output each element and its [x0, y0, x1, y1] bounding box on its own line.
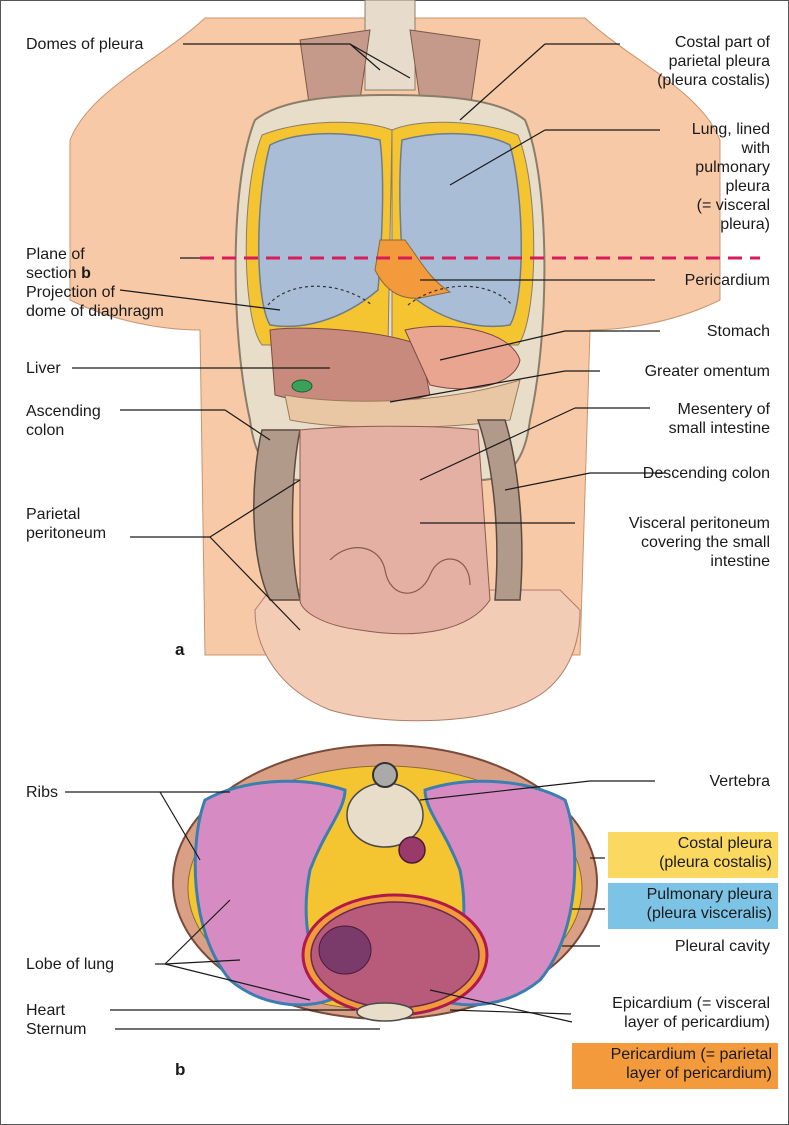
label-costal-part-line2: parietal pleura — [600, 52, 770, 71]
label-lung-line1: Lung, lined — [600, 120, 770, 139]
label-lung-line2: with — [600, 139, 770, 158]
label-pericardium-b-line1: Pericardium (= parietal — [578, 1045, 772, 1064]
label-plane-of-section-b: b — [81, 265, 91, 282]
label-mesentery-line2: small intestine — [600, 419, 770, 438]
label-lung-line5: (= visceral — [600, 196, 770, 215]
label-vertebra: Vertebra — [600, 772, 770, 791]
label-projection-line2: dome of diaphragm — [26, 302, 164, 321]
label-pericardium-a: Pericardium — [600, 271, 770, 290]
label-parietal-peritoneum-line1: Parietal — [26, 505, 80, 524]
small-intestine-a — [300, 426, 490, 634]
label-lobe-of-lung: Lobe of lung — [26, 955, 114, 974]
sternum-bone — [357, 1003, 413, 1021]
label-epicardium-line1: Epicardium (= visceral — [570, 994, 770, 1013]
label-epicardium-line2: layer of pericardium) — [570, 1013, 770, 1032]
label-descending-colon: Descending colon — [600, 464, 770, 483]
spinal-cord — [373, 763, 397, 787]
highlight-costal-pleura: Costal pleura (pleura costalis) — [608, 832, 778, 878]
label-stomach: Stomach — [600, 322, 770, 341]
label-ascending-colon-line2: colon — [26, 421, 64, 440]
label-costal-pleura-line2: (pleura costalis) — [614, 853, 772, 872]
label-plane-of-section-line2: section b — [26, 264, 91, 283]
label-mesentery-line1: Mesentery of — [600, 400, 770, 419]
highlight-pericardium-b: Pericardium (= parietal layer of pericar… — [572, 1043, 778, 1089]
label-lung-line3: pulmonary — [600, 158, 770, 177]
label-liver: Liver — [26, 359, 61, 378]
label-pulmonary-pleura-line1: Pulmonary pleura — [614, 885, 772, 904]
label-projection-line1: Projection of — [26, 283, 115, 302]
label-pericardium-b-line2: layer of pericardium) — [578, 1064, 772, 1083]
label-visceral-peritoneum-line1: Visceral peritoneum — [580, 514, 770, 533]
label-ascending-colon-line1: Ascending — [26, 402, 101, 421]
panel-marker-b: b — [175, 1060, 185, 1080]
label-domes-of-pleura: Domes of pleura — [26, 35, 143, 54]
label-pleural-cavity: Pleural cavity — [600, 937, 770, 956]
label-ribs: Ribs — [26, 783, 58, 802]
label-visceral-peritoneum-line3: intestine — [580, 552, 770, 571]
label-plane-of-section-line1: Plane of — [26, 245, 85, 264]
label-costal-part-line3: (pleura costalis) — [600, 71, 770, 90]
label-costal-part-line1: Costal part of — [600, 33, 770, 52]
label-heart: Heart — [26, 1001, 65, 1020]
aorta — [399, 837, 425, 863]
label-lung-line4: pleura — [600, 177, 770, 196]
label-pulmonary-pleura-line2: (pleura visceralis) — [614, 904, 772, 923]
ascending-colon-a — [254, 430, 300, 600]
label-costal-pleura-line1: Costal pleura — [614, 834, 772, 853]
heart-chamber — [319, 926, 371, 974]
label-parietal-peritoneum-line2: peritoneum — [26, 524, 106, 543]
panel-marker-a: a — [175, 640, 184, 660]
label-greater-omentum: Greater omentum — [590, 362, 770, 381]
label-sternum: Sternum — [26, 1020, 86, 1039]
gallbladder — [292, 380, 312, 392]
panel-a-illustration — [70, 0, 760, 721]
label-lung-line6: pleura) — [600, 215, 770, 234]
label-visceral-peritoneum-line2: covering the small — [580, 533, 770, 552]
highlight-pulmonary-pleura: Pulmonary pleura (pleura visceralis) — [608, 883, 778, 929]
panel-b-illustration — [173, 745, 597, 1021]
